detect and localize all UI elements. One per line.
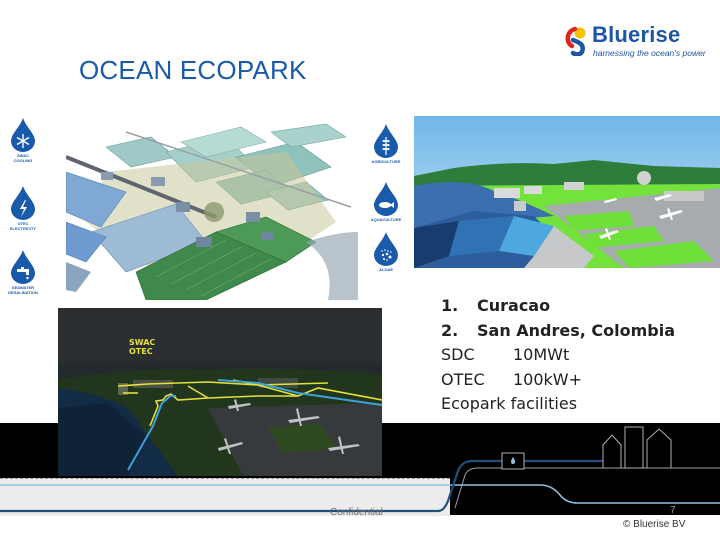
- swac-label: SWAC: [129, 338, 155, 347]
- swac-otec-night-render: SWAC OTEC: [58, 308, 382, 476]
- tower-icon: [624, 426, 644, 469]
- faucet-drop-icon: [11, 250, 35, 284]
- building-icon: [602, 434, 622, 468]
- wheat-drop-icon: [374, 124, 398, 158]
- agriculture-badge: AGRICULTURE: [366, 124, 406, 164]
- island-ecopark-render: [414, 116, 720, 268]
- bluerise-logo: Bluerise harnessing the ocean's power: [562, 22, 712, 58]
- ecopark-aerial-illustration: [66, 112, 358, 300]
- page-number: 7: [670, 505, 676, 516]
- pipeline-schematic: [0, 426, 720, 515]
- icon-label: AQUACULTURE: [370, 217, 402, 222]
- icon-label: ALGAE: [379, 267, 393, 272]
- otec-label: OTEC: [129, 347, 153, 356]
- confidential-label: Confidential: [330, 507, 383, 518]
- list-item-san-andres: 2.San Andres, Colombia: [441, 320, 676, 340]
- aquaculture-badge: AQUACULTURE: [366, 182, 406, 222]
- algae-drop-icon: [374, 232, 398, 266]
- snowflake-drop-icon: [11, 118, 35, 152]
- house-icon: [646, 428, 672, 468]
- copyright: © Bluerise BV: [623, 519, 686, 530]
- right-icon-column: AGRICULTURE AQUACULTURE ALGAE: [366, 124, 406, 299]
- icon-label: AGRICULTURE: [371, 159, 401, 164]
- bluerise-swirl-icon: [565, 26, 586, 56]
- slide-title: OCEAN ECOPARK: [79, 55, 307, 85]
- logo-tagline: harnessing the ocean's power: [593, 48, 706, 58]
- algae-badge: ALGAE: [366, 232, 406, 272]
- ecopark-facilities: Ecopark facilities: [441, 394, 578, 413]
- logo-wordmark: Bluerise: [592, 22, 681, 47]
- fish-drop-icon: [374, 182, 398, 216]
- lightning-drop-icon: [11, 186, 35, 220]
- list-item-curacao: 1.Curacao: [441, 296, 551, 315]
- water-drop-icon: [511, 457, 515, 464]
